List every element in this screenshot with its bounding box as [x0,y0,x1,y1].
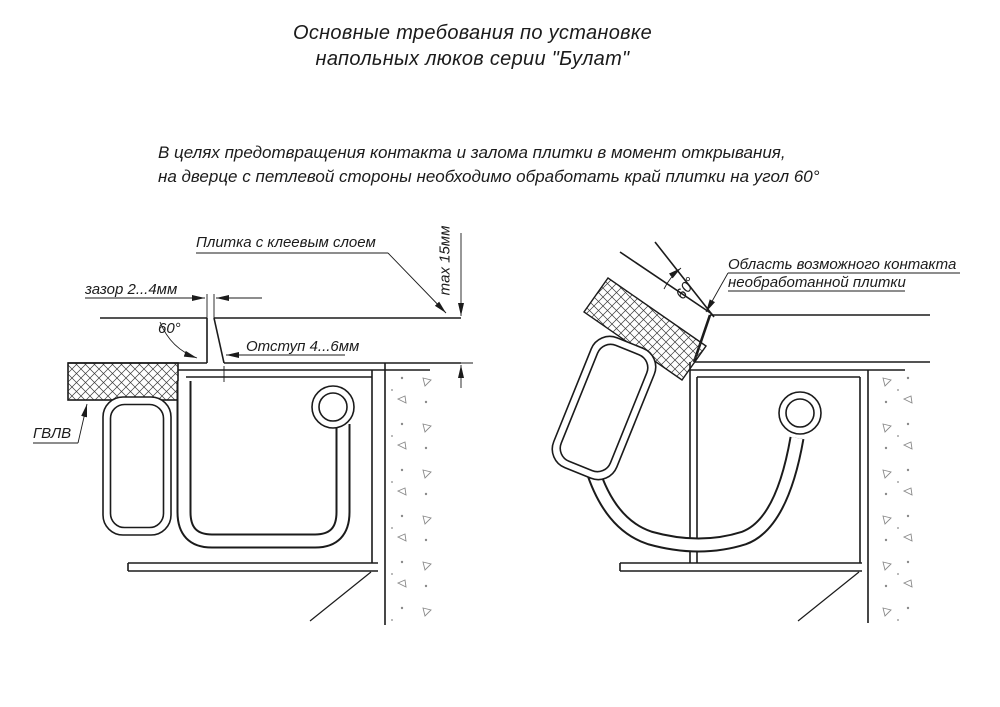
gvl-crosshatch-left [67,362,179,401]
label-tile-adhesive: Плитка с клеевым слоем [196,234,376,251]
label-angle-left: 60° [158,320,181,337]
label-contact-line1: Область возможного контакта [728,256,957,273]
frame-seal-profile-left [102,396,172,536]
requirement-note-line2: на дверце с петлевой стороны необходимо … [158,167,820,186]
label-gvl: ГВЛВ [33,425,72,442]
drawing-title-line2: напольных люков серии "Булат" [315,48,630,70]
drawing-title: Основные требования по установке напольн… [0,20,945,72]
left-dimensions [33,233,473,444]
right-diagram [551,241,960,623]
left-diagram [33,233,473,625]
hinge-pin-right [778,391,822,435]
label-max-height: max 15мм [436,225,454,296]
door-tile-crosshatch-right [583,277,707,381]
requirement-note: В целях предотвращения контакта и залома… [158,141,820,189]
concrete-wall-left [386,371,432,623]
label-contact-line2: необработанной плитки [728,274,906,291]
requirement-note-line1: В целях предотвращения контакта и залома… [158,143,786,162]
label-offset: Отступ 4...6мм [246,338,360,355]
drawing-title-line1: Основные требования по установке [292,22,653,44]
label-gap: зазор 2...4мм [85,281,178,298]
right-dimensions [663,267,960,313]
concrete-wall-right [869,371,915,621]
hinge-pin-left [311,385,355,429]
door-leaf-open-right [551,335,657,481]
